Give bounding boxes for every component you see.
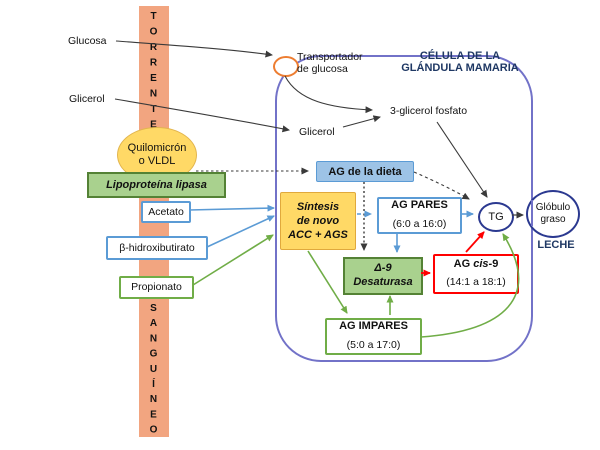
glicerol-fosfato-label: 3-glicerol fosfato <box>390 105 468 117</box>
ag-cis9-range: (14:1 a 18:1) <box>446 276 506 288</box>
ag-cis9-title: AG cis-9 <box>453 257 499 270</box>
leche-label: LECHE <box>537 239 575 251</box>
tg-circle: TG <box>478 202 514 232</box>
beta-hidroxibutirato-label: β-hidroxibutirato <box>119 241 195 254</box>
cell-title: CÉLULA DE LA GLÁNDULA MAMARIA <box>401 50 519 74</box>
acetato-label: Acetato <box>148 205 184 218</box>
ag-cis9-box: AG cis-9 (14:1 a 18:1) <box>433 254 519 294</box>
globulo-graso-circle: Glóbulo graso <box>526 190 580 238</box>
ag-dieta-box: AG de la dieta <box>316 161 414 182</box>
ag-impares-range: (5:0 a 17:0) <box>346 338 401 351</box>
ag-impares-title: AG IMPARES <box>339 320 408 333</box>
lipoproteina-lipasa-label: Lipoproteína lipasa <box>106 179 207 191</box>
delta9-desaturasa-box: Δ-9 Desaturasa <box>343 257 423 295</box>
lipoproteina-lipasa-box: Lipoproteína lipasa <box>87 172 226 198</box>
quilomicron-vldl-label: Quilomicrón o VLDL <box>127 142 187 167</box>
propionato-label: Propionato <box>131 281 182 294</box>
label-glucosa: Glucosa <box>68 35 107 47</box>
sintesis-de-novo-label: Síntesis de novo ACC + AGS <box>288 200 348 242</box>
ag-dieta-label: AG de la dieta <box>328 165 402 178</box>
transportador-label: Transportador de glucosa <box>297 51 363 76</box>
glucose-transporter-circle <box>273 56 299 77</box>
ag-impares-box: AG IMPARES (5:0 a 17:0) <box>325 318 422 355</box>
ag-pares-title: AG PARES <box>391 199 448 212</box>
bloodstream-label-sanguineo: SANGUÍNEO <box>148 303 159 440</box>
arrow-bhidroxibutirato-to-sintesis <box>206 215 275 248</box>
ag-pares-box: AG PARES (6:0 a 16:0) <box>377 197 462 234</box>
beta-hidroxibutirato-box: β-hidroxibutirato <box>106 236 208 260</box>
arrow-acetato-to-sintesis <box>188 204 275 212</box>
delta9-desaturasa-label: Δ-9 Desaturasa <box>353 262 413 288</box>
cell-membrane-through-globule <box>531 200 533 226</box>
propionato-box: Propionato <box>119 276 194 299</box>
bloodstream-label-torrente: TORRENTE <box>148 11 159 135</box>
label-glicerol: Glicerol <box>69 93 105 105</box>
ag-pares-range: (6:0 a 16:0) <box>392 217 447 230</box>
sintesis-de-novo-box: Síntesis de novo ACC + AGS <box>280 192 356 250</box>
tg-label: TG <box>488 211 504 223</box>
glicerol-interno-label: Glicerol <box>299 126 335 138</box>
acetato-box: Acetato <box>141 201 191 223</box>
globulo-graso-label: Glóbulo graso <box>535 202 571 225</box>
